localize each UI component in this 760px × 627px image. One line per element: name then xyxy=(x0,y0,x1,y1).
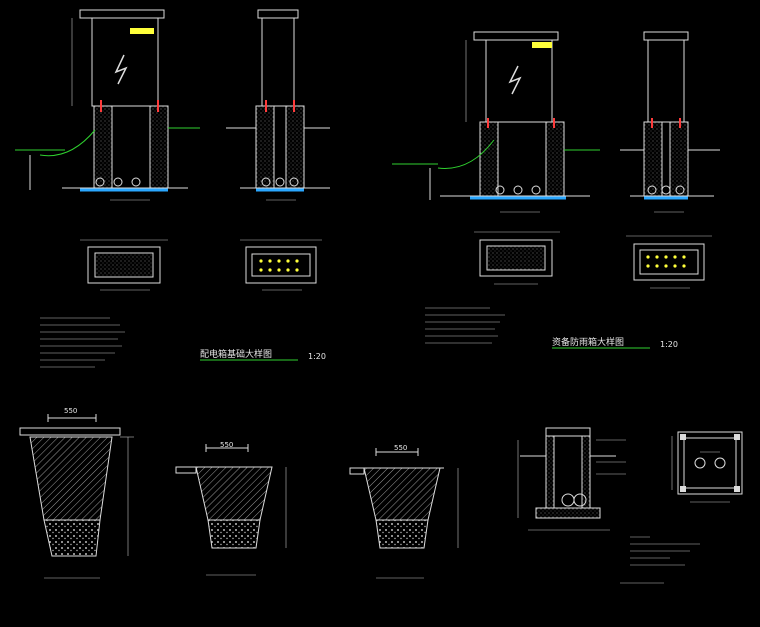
trench-section-2 xyxy=(175,444,287,576)
bottom-right-notes xyxy=(620,536,700,584)
left-cabinet-front xyxy=(15,9,200,201)
trench-section-3 xyxy=(349,448,459,579)
right-cabinet-side xyxy=(620,31,720,213)
trench-3-dim: 550 xyxy=(394,444,407,452)
right-cabinet-front xyxy=(392,31,600,213)
left-notes xyxy=(40,317,125,368)
trench-2-dim: 550 xyxy=(220,441,233,449)
left-plan-views xyxy=(80,239,322,291)
handhole-plan xyxy=(671,431,743,503)
handhole-section xyxy=(517,427,626,531)
left-panel-scale: 1:20 xyxy=(308,352,326,361)
trench-section-1 xyxy=(19,414,134,579)
right-notes xyxy=(425,307,505,344)
left-cabinet-side xyxy=(226,9,330,201)
right-panel-scale: 1:20 xyxy=(660,340,678,349)
left-panel-title: 配电箱基础大样图 xyxy=(200,348,272,360)
trench-1-dim: 550 xyxy=(64,407,77,415)
right-plan-views xyxy=(474,231,712,289)
right-panel-title: 资备防雨箱大样图 xyxy=(552,336,624,348)
